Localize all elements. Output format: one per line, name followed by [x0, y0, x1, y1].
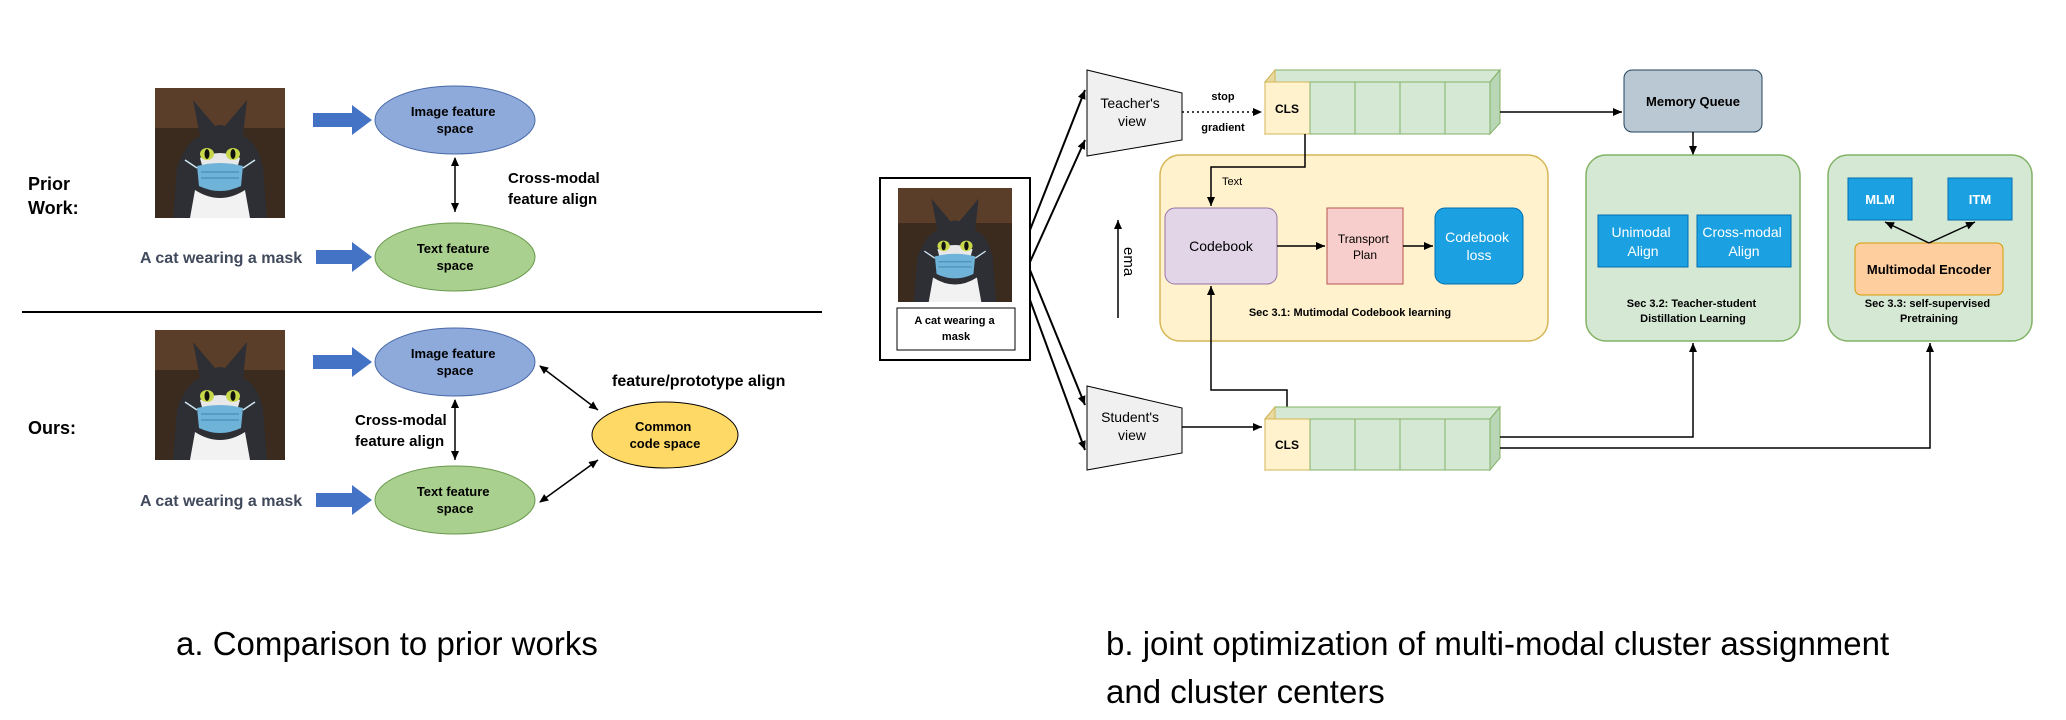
token — [1354, 418, 1401, 471]
prior-caption-text: A cat wearing a mask — [140, 250, 302, 267]
image-feature-space-ours — [374, 327, 536, 397]
token — [1444, 81, 1491, 135]
unimodal-align-box — [1597, 214, 1689, 268]
itm-box — [1947, 177, 2013, 221]
text-feature-space-ours — [374, 465, 536, 535]
transport-plan-box — [1326, 207, 1404, 285]
arrow — [1029, 299, 1086, 451]
mlm-label: MLM — [1865, 192, 1895, 207]
multimodal-encoder-label: Multimodal Encoder — [1867, 262, 1991, 277]
stop-label: stop — [1211, 91, 1235, 103]
codebook-loss-label: Codebook loss — [1445, 229, 1513, 263]
codebook-loss-box — [1434, 207, 1524, 285]
ours-align-label: Cross-modal feature align — [355, 412, 451, 450]
student-view-block — [1086, 385, 1183, 471]
student-to-codebook-arrow — [1207, 286, 1288, 407]
cls-token — [1264, 81, 1311, 135]
input-caption-box — [896, 307, 1016, 351]
teacher-token-strip: CLS — [1263, 68, 1502, 136]
student-view-label: Student's view — [1101, 409, 1163, 443]
token — [1309, 81, 1356, 135]
text-feature-space-prior-label: Text feature space — [417, 241, 493, 273]
arrow — [1029, 89, 1086, 231]
memory-queue-label: Memory Queue — [1646, 94, 1740, 109]
sec33-label: Sec 3.3: self-supervised Pretraining — [1865, 298, 1993, 325]
panel-a: Prior Work: Image feature space Cross-mo… — [22, 85, 822, 662]
arrow — [1029, 139, 1086, 263]
text-feature-space-ours-label: Text feature space — [417, 484, 493, 516]
token — [1399, 418, 1446, 471]
mlm-box — [1847, 177, 1913, 221]
transport-plan-label: Transport Plan — [1338, 232, 1392, 262]
blue-arrow-icon — [316, 242, 372, 272]
blue-arrow-icon — [313, 347, 372, 377]
cls-label: CLS — [1275, 102, 1299, 116]
blue-arrow-icon — [316, 485, 372, 515]
prior-align-label: Cross-modal feature align — [508, 170, 604, 208]
arrow — [1928, 221, 1976, 244]
teacher-view-block — [1086, 69, 1183, 157]
panel-b-caption: b. joint optimization of multi-modal clu… — [1106, 625, 1898, 710]
panel-a-caption: a. Comparison to prior works — [176, 625, 598, 662]
sec32-label: Sec 3.2: Teacher-student Distillation Le… — [1627, 298, 1759, 325]
image-feature-space-prior-label: Image feature space — [411, 104, 499, 136]
arrow — [1029, 269, 1086, 406]
token — [1354, 81, 1401, 135]
panel-b: A cat wearing a mask Teacher's view stop… — [879, 68, 2033, 710]
student-to-sec32-arrow — [1500, 343, 1697, 438]
input-caption: A cat wearing a mask — [914, 315, 997, 343]
ours-label: Ours: — [28, 418, 76, 438]
common-code-space — [591, 401, 739, 469]
token — [1444, 418, 1491, 471]
gradient-label: gradient — [1201, 122, 1245, 134]
cls-label: CLS — [1275, 438, 1299, 452]
teacher-view-label: Teacher's view — [1100, 95, 1163, 129]
token — [1399, 81, 1446, 135]
arrow — [1884, 221, 1930, 244]
itm-label: ITM — [1969, 192, 1991, 207]
sec31-label: Sec 3.1: Mutimodal Codebook learning — [1249, 307, 1451, 319]
text-feature-space-prior — [374, 222, 536, 292]
sec32-container — [1585, 154, 1801, 342]
common-code-space-label: Common code space — [630, 419, 701, 451]
text-arrow-label: Text — [1222, 176, 1242, 188]
ema-label: ema — [1120, 247, 1137, 277]
image-feature-space-ours-label: Image feature space — [411, 346, 499, 378]
proto-align-arrow-top — [539, 365, 599, 411]
token — [1309, 418, 1356, 471]
codebook-label: Codebook — [1189, 238, 1254, 254]
cat-photo-icon — [898, 188, 1012, 302]
proto-align-arrow-bottom — [539, 459, 599, 503]
blue-arrow-icon — [313, 105, 372, 135]
text-arrow — [1207, 134, 1306, 206]
cat-photo-icon — [155, 88, 285, 218]
unimodal-align-label: Unimodal Align — [1611, 224, 1674, 259]
ours-caption-text: A cat wearing a mask — [140, 493, 302, 510]
student-token-strip: CLS — [1263, 405, 1502, 472]
student-to-sec33-arrow — [1500, 343, 1934, 449]
prior-work-label: Prior Work: — [28, 174, 79, 218]
proto-align-label: feature/prototype align — [612, 373, 785, 390]
cls-token — [1264, 418, 1311, 471]
crossmodal-align-box — [1696, 214, 1792, 268]
cat-photo-icon — [155, 330, 285, 460]
image-feature-space-prior — [374, 85, 536, 155]
crossmodal-align-label: Cross-modal Align — [1702, 224, 1785, 259]
